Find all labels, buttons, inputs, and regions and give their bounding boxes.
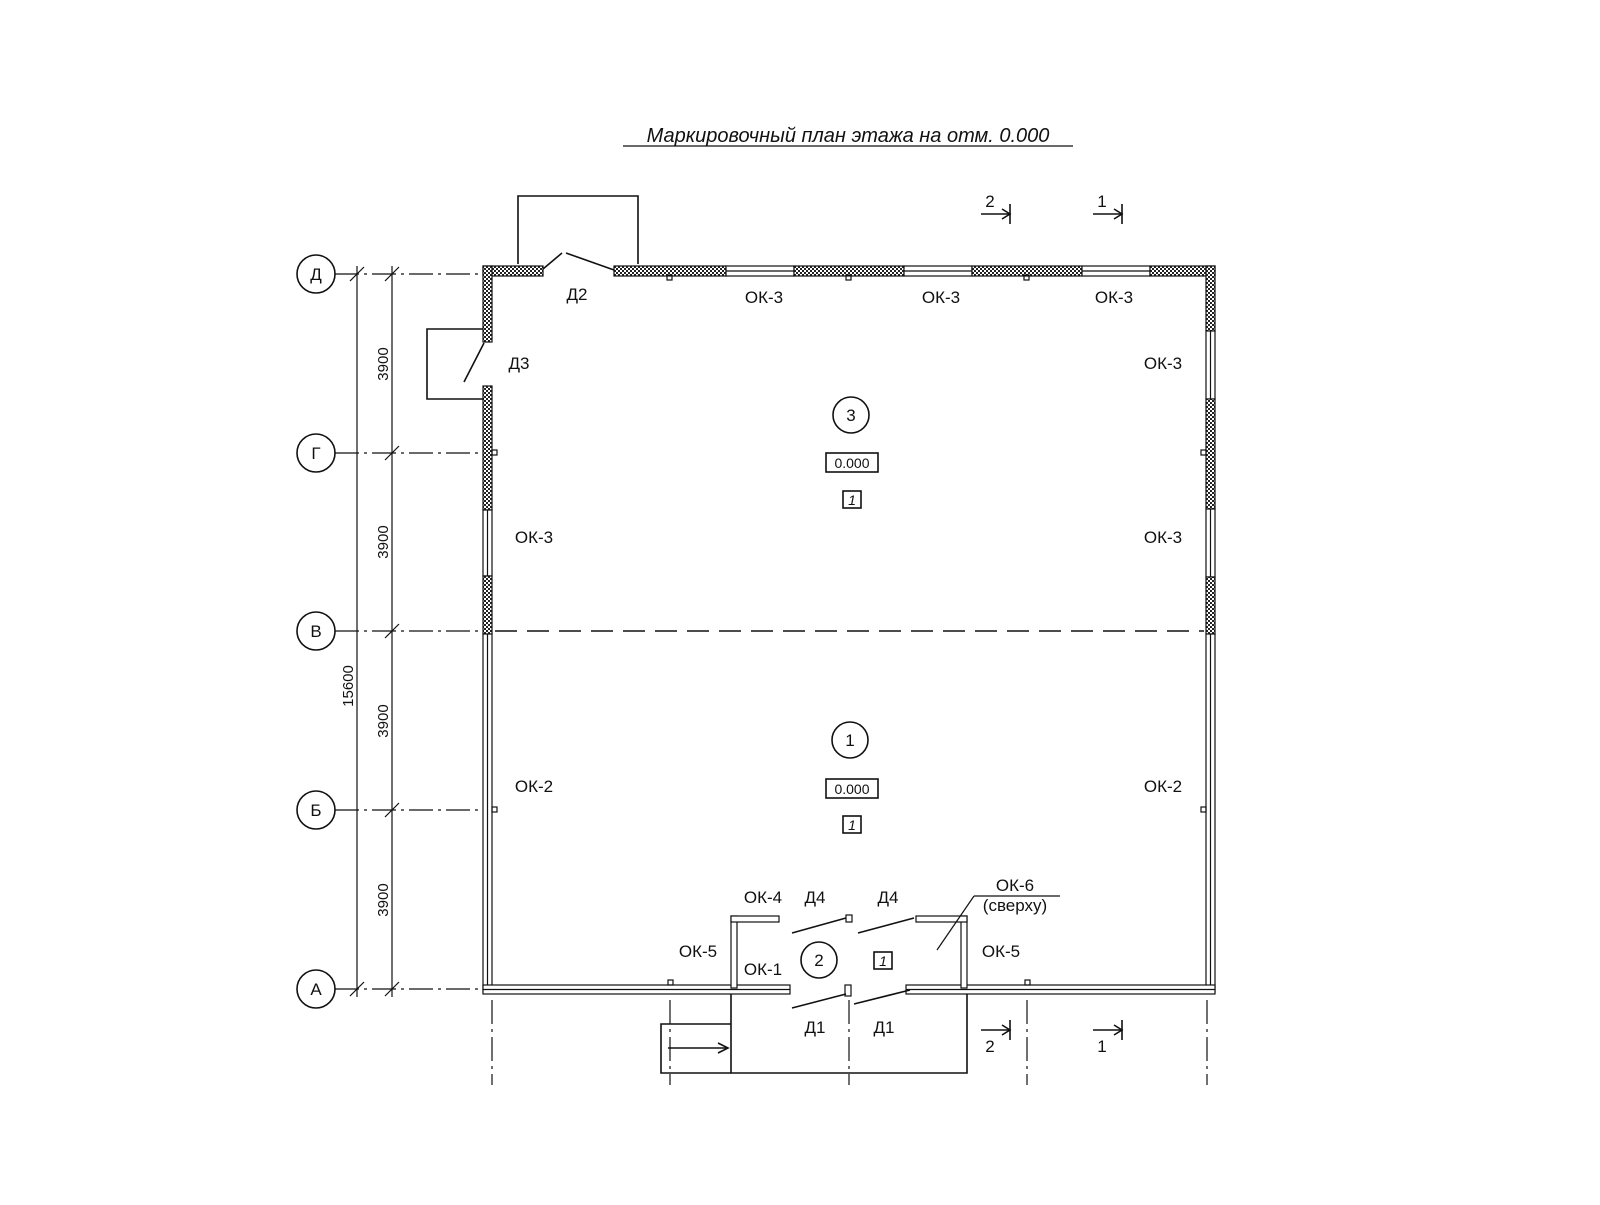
window-right-mid-label: ОК-3	[1144, 528, 1182, 547]
svg-text:1: 1	[848, 817, 856, 833]
axis-bubble-a: А	[296, 969, 336, 1009]
axis-bubble-b: Б	[296, 790, 336, 830]
room-2-marker: 2	[800, 941, 838, 979]
section-mark-top-left: 2	[981, 192, 1012, 224]
door-d4-left-label: Д4	[805, 888, 826, 907]
steps-outline	[660, 1023, 731, 1074]
horizontal-axis-lines	[335, 273, 486, 990]
room-3-marker: 3	[832, 396, 870, 434]
room-1-finish-mark: 1	[842, 815, 862, 834]
svg-text:2: 2	[985, 192, 994, 211]
section-mark-bottom-right: 1	[1093, 1020, 1124, 1056]
section-mark-bottom-left: 2	[981, 1020, 1012, 1056]
window-right-b-label: ОК-2	[1144, 777, 1182, 796]
porch-d3-outline	[426, 328, 484, 400]
door-d4-right-leaf	[857, 917, 915, 934]
vertical-axis-stubs	[491, 1000, 1208, 1085]
dimension-segment-4: 3900	[375, 883, 392, 916]
svg-text:1: 1	[1097, 192, 1106, 211]
room-1-marker: 1	[831, 721, 869, 759]
axis-bubble-v: В	[296, 611, 336, 651]
dimension-chains	[349, 266, 400, 997]
right-wall	[1200, 265, 1216, 993]
door-d1-left-leaf	[791, 993, 847, 1009]
svg-text:2: 2	[985, 1037, 994, 1056]
svg-text:Б: Б	[310, 801, 321, 820]
window-ok6-note: (сверху)	[983, 896, 1047, 915]
door-d2-leaf-right	[565, 252, 615, 271]
window-ok5-right-label: ОК-5	[982, 942, 1020, 961]
svg-text:А: А	[310, 980, 322, 999]
window-right-top-label: ОК-3	[1144, 354, 1182, 373]
window-ok6-label: ОК-6	[996, 876, 1034, 895]
door-d1-left-label: Д1	[805, 1018, 826, 1037]
svg-text:0.000: 0.000	[834, 781, 869, 797]
dimension-total: 15600	[340, 665, 357, 707]
window-top-1-label: ОК-3	[745, 288, 783, 307]
dimension-segment-2: 3900	[375, 525, 392, 558]
top-wall	[482, 265, 1216, 281]
dimension-segment-1: 3900	[375, 347, 392, 380]
door-d1-right-leaf	[853, 989, 911, 1005]
window-ok4-label: ОК-4	[744, 888, 782, 907]
steps-arrow-head	[717, 1042, 730, 1054]
door-d2-leaf-left	[542, 252, 563, 270]
window-left-g-label: ОК-3	[515, 528, 553, 547]
svg-text:1: 1	[879, 953, 887, 969]
ok6-leader-line	[936, 895, 975, 951]
door-d4-left-leaf	[791, 917, 847, 934]
room-1-level-mark: 0.000	[825, 778, 879, 799]
porch-d2-outline	[517, 195, 639, 264]
window-left-b-label: ОК-2	[515, 777, 553, 796]
svg-text:0.000: 0.000	[834, 455, 869, 471]
svg-text:В: В	[310, 622, 321, 641]
door-d4-right-label: Д4	[878, 888, 899, 907]
window-top-2-label: ОК-3	[922, 288, 960, 307]
window-top-3-label: ОК-3	[1095, 288, 1133, 307]
svg-text:2: 2	[814, 951, 823, 970]
svg-text:Д: Д	[310, 265, 322, 284]
door-d3-label: Д3	[509, 354, 530, 373]
axis-bubble-g: Г	[296, 433, 336, 473]
drawing-title: Маркировочный план этажа на отм. 0.000	[647, 125, 1050, 147]
window-ok1-label: ОК-1	[744, 960, 782, 979]
svg-text:1: 1	[848, 492, 856, 508]
room-2-finish-mark: 1	[873, 951, 893, 970]
door-d3-leaf	[463, 342, 485, 383]
door-d2-label: Д2	[567, 285, 588, 304]
svg-text:1: 1	[1097, 1037, 1106, 1056]
vestibule-partitions	[730, 914, 968, 989]
axis-bubble-d: Д	[296, 254, 336, 294]
bottom-wall	[482, 979, 1216, 997]
window-ok5-left-label: ОК-5	[679, 942, 717, 961]
room-3-finish-mark: 1	[842, 490, 862, 509]
section-mark-top-right: 1	[1093, 192, 1124, 224]
dimension-segment-3: 3900	[375, 704, 392, 737]
porch-bottom-outline	[730, 994, 968, 1074]
svg-text:1: 1	[845, 731, 854, 750]
svg-text:3: 3	[846, 406, 855, 425]
door-d1-right-label: Д1	[874, 1018, 895, 1037]
room-3-level-mark: 0.000	[825, 452, 879, 473]
svg-text:Г: Г	[311, 444, 320, 463]
left-wall	[482, 265, 498, 993]
